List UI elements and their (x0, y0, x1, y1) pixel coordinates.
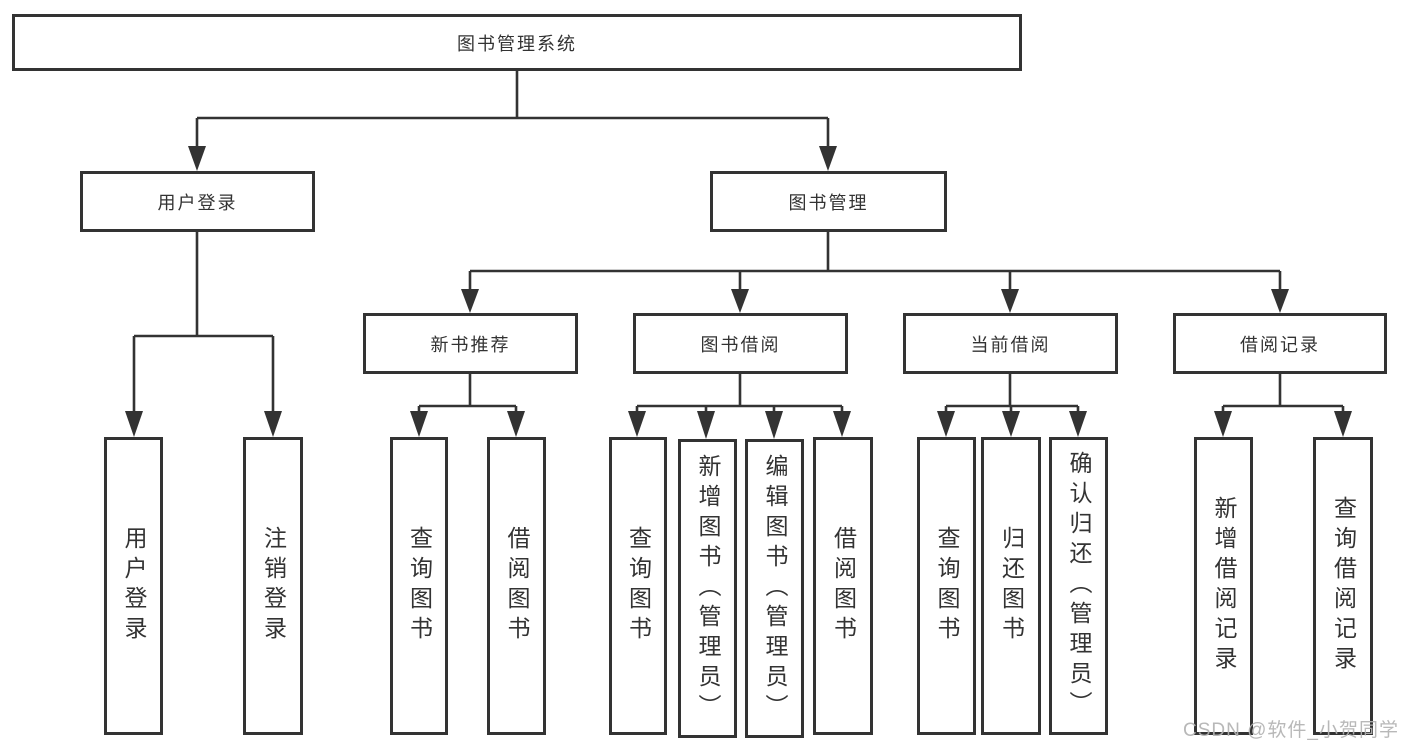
leaf-query-books-borrowing: 查询图书 (609, 437, 667, 735)
node-label: 查询图书 (406, 526, 433, 646)
leaf-add-book-admin: 新增图书（管理员） (678, 439, 737, 738)
node-label: 编辑图书（管理员） (762, 453, 788, 724)
node-label: 新书推荐 (430, 334, 511, 355)
leaf-query-borrow-record: 查询借阅记录 (1313, 437, 1373, 735)
node-label: 查询图书 (934, 526, 960, 646)
node-label: 新增借阅记录 (1211, 496, 1237, 676)
node-label: 借阅图书 (504, 526, 530, 646)
leaf-return-books: 归还图书 (981, 437, 1041, 735)
node-label: 图书借阅 (700, 334, 781, 355)
node-label: 借阅图书 (830, 526, 857, 646)
node-current-borrowing: 当前借阅 (903, 313, 1118, 374)
node-label: 图书管理系统 (457, 33, 577, 54)
node-label: 新增图书（管理员） (695, 453, 721, 724)
leaf-user-login: 用户登录 (104, 437, 163, 735)
node-label: 查询图书 (625, 526, 652, 646)
node-label: 借阅记录 (1240, 334, 1320, 355)
leaf-query-books-recommend: 查询图书 (390, 437, 448, 735)
node-book-management: 图书管理 (710, 171, 947, 232)
leaf-add-borrow-record: 新增借阅记录 (1194, 437, 1253, 735)
leaf-borrow-books-recommend: 借阅图书 (487, 437, 546, 735)
node-book-borrowing: 图书借阅 (633, 313, 848, 374)
node-label: 当前借阅 (970, 334, 1051, 355)
csdn-watermark: CSDN @软件_小贺同学 (1183, 720, 1399, 741)
node-label: 注销登录 (260, 526, 287, 646)
leaf-edit-book-admin: 编辑图书（管理员） (745, 439, 804, 738)
arrowheads (125, 146, 1352, 439)
node-library-system: 图书管理系统 (12, 14, 1022, 71)
node-borrowing-records: 借阅记录 (1173, 313, 1387, 374)
node-label: 用户登录 (121, 526, 147, 646)
leaf-borrow-books: 借阅图书 (813, 437, 873, 735)
leaf-logout: 注销登录 (243, 437, 303, 735)
node-label: 查询借阅记录 (1330, 496, 1357, 676)
leaf-confirm-return-admin: 确认归还（管理员） (1049, 437, 1108, 735)
leaf-query-books-current: 查询图书 (917, 437, 976, 735)
node-user-login: 用户登录 (80, 171, 315, 232)
node-label: 用户登录 (157, 192, 238, 213)
node-label: 归还图书 (998, 526, 1025, 646)
node-new-book-recommend: 新书推荐 (363, 313, 578, 374)
node-label: 确认归还（管理员） (1066, 451, 1092, 721)
node-label: 图书管理 (788, 192, 869, 213)
